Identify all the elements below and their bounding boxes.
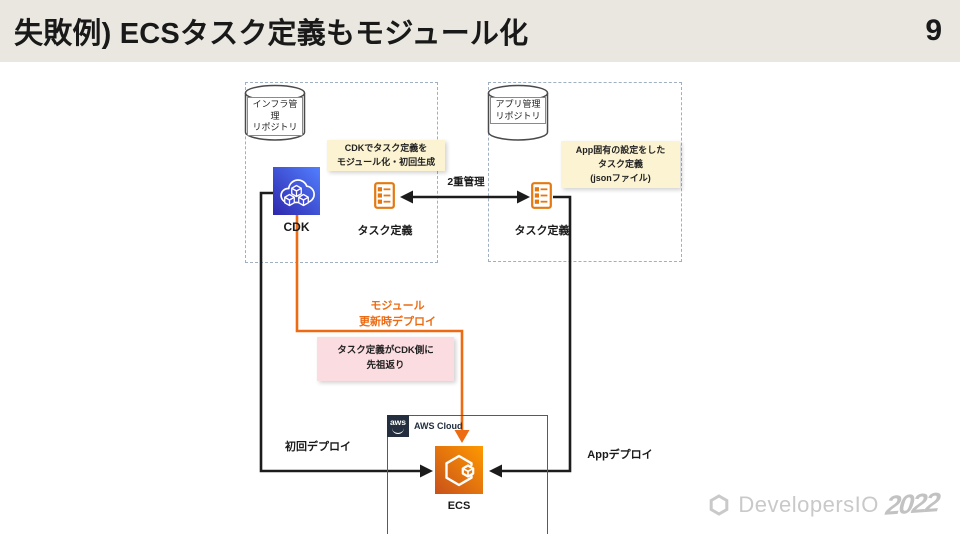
- slide-header: 失敗例) ECSタスク定義もモジュール化 9: [0, 0, 960, 62]
- task-definition-right-label: タスク定義: [514, 225, 570, 237]
- aws-cloud-box: [387, 415, 548, 534]
- task-definition-left-label: タスク定義: [357, 225, 413, 237]
- module-deploy-label: モジュール 更新時デプロイ: [359, 300, 436, 328]
- page-title: 失敗例) ECSタスク定義もモジュール化: [14, 18, 529, 50]
- classmethod-hexagon-icon: [710, 493, 729, 516]
- double-management-label: 2重管理: [447, 176, 485, 188]
- aws-logo-icon: aws: [387, 415, 409, 437]
- ecs-icon: [435, 446, 483, 494]
- task-definition-left-icon: [374, 182, 395, 209]
- app-deploy-label: Appデプロイ: [587, 449, 653, 461]
- app-repo-label: アプリ管理 リポジトリ: [490, 97, 546, 125]
- aws-smile-icon: [392, 428, 404, 434]
- aws-cloud-label: AWS Cloud: [414, 421, 463, 431]
- app-repo-box: [488, 82, 682, 262]
- initial-deploy-label: 初回デプロイ: [285, 441, 351, 453]
- developersio-text: DevelopersIO: [738, 491, 879, 517]
- cdk-note: CDKでタスク定義を モジュール化・初回生成: [327, 140, 445, 171]
- cdk-icon: [273, 167, 320, 215]
- developersio-year: 2022: [884, 487, 940, 521]
- ecs-label: ECS: [447, 500, 471, 512]
- page-number: 9: [925, 14, 942, 47]
- developersio-logo: DevelopersIO 2022: [707, 487, 940, 521]
- infra-repo-label: インフラ管理 リポジトリ: [247, 97, 303, 137]
- app-note: App固有の設定をした タスク定義 (jsonファイル): [561, 141, 680, 188]
- task-definition-right-icon: [531, 182, 552, 209]
- aws-logo-text: aws: [389, 417, 407, 428]
- regression-note: タスク定義がCDK側に 先祖返り: [317, 337, 454, 381]
- cdk-label: CDK: [283, 220, 310, 234]
